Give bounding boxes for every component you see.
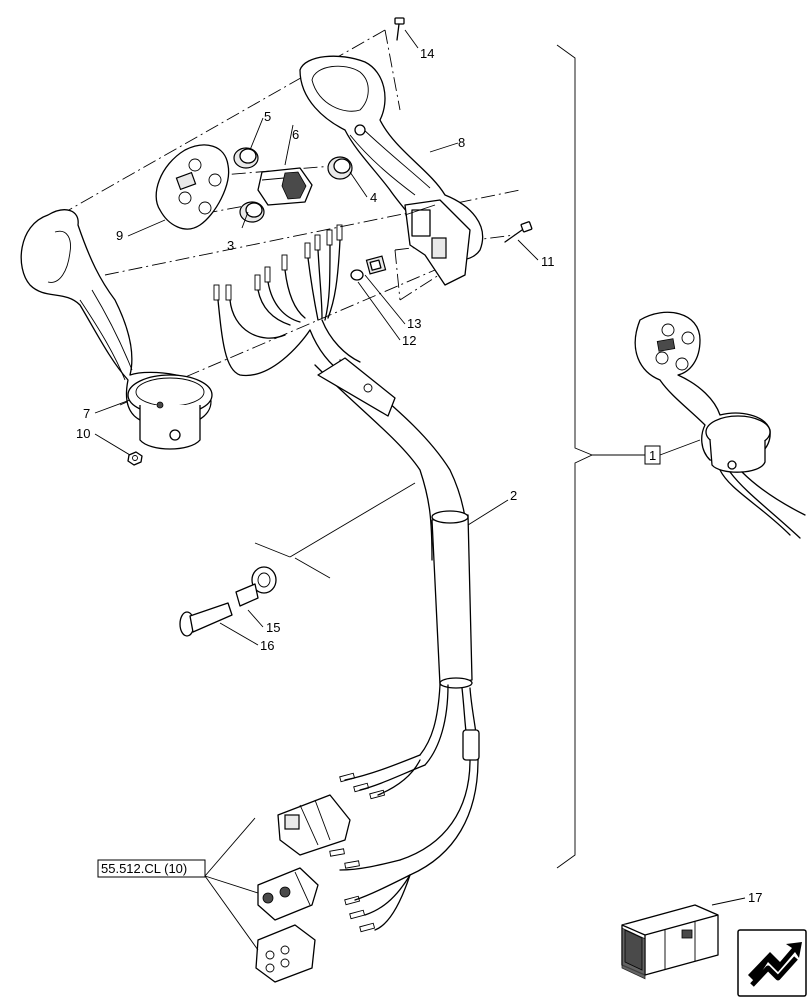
assembly-bracket <box>556 44 650 869</box>
switch-plate-9 <box>155 144 230 230</box>
callout-9: 9 <box>116 228 123 243</box>
grommet-15 <box>235 566 277 607</box>
callout-15: 15 <box>266 620 280 635</box>
callout-16: 16 <box>260 638 274 653</box>
screw-11 <box>504 221 533 243</box>
sleeve-12 <box>350 269 364 281</box>
connector-lower <box>255 924 316 983</box>
callout-5: 5 <box>264 109 271 124</box>
screw-14 <box>394 17 405 41</box>
callout-2: 2 <box>510 488 517 503</box>
nut-10 <box>127 451 143 466</box>
grip-right-half-8 <box>299 55 484 286</box>
callout-12: 12 <box>402 333 416 348</box>
callout-8: 8 <box>458 135 465 150</box>
callout-1: 1 <box>649 448 656 463</box>
connector-upper <box>277 794 351 856</box>
callout-labels: 14 8 11 5 6 4 3 9 13 12 7 10 2 15 16 17 … <box>76 46 762 905</box>
switch-wires <box>213 224 361 377</box>
connector-middle <box>257 867 319 921</box>
section-break <box>254 482 416 579</box>
callout-3: 3 <box>227 238 234 253</box>
screw-16 <box>179 602 233 637</box>
button-4 <box>327 156 353 180</box>
callout-11: 11 <box>541 254 555 269</box>
callout-4: 4 <box>370 190 377 205</box>
reference-box <box>97 859 206 878</box>
grip-left-half-7 <box>20 209 213 450</box>
callout-14: 14 <box>420 46 434 61</box>
callout-13: 13 <box>407 316 421 331</box>
callout-7: 7 <box>83 406 90 421</box>
callout-1-box <box>644 445 661 465</box>
callout-17: 17 <box>748 890 762 905</box>
parts-kit-box-icon <box>621 904 719 980</box>
reference-label[interactable]: 55.512.CL (10) <box>97 859 206 878</box>
callout-leaders <box>94 29 746 951</box>
next-page-arrow-icon[interactable] <box>737 929 807 997</box>
clip-13 <box>365 255 387 275</box>
button-3 <box>239 201 265 223</box>
callout-10: 10 <box>76 426 90 441</box>
harness-terminals <box>329 772 386 933</box>
button-5 <box>233 147 259 169</box>
reference-text: 55.512.CL (10) <box>101 861 187 876</box>
rocker-switch-6 <box>257 167 313 206</box>
assembled-handle-inset <box>634 311 806 539</box>
callout-6: 6 <box>292 127 299 142</box>
harness-cable-2 <box>314 357 480 931</box>
